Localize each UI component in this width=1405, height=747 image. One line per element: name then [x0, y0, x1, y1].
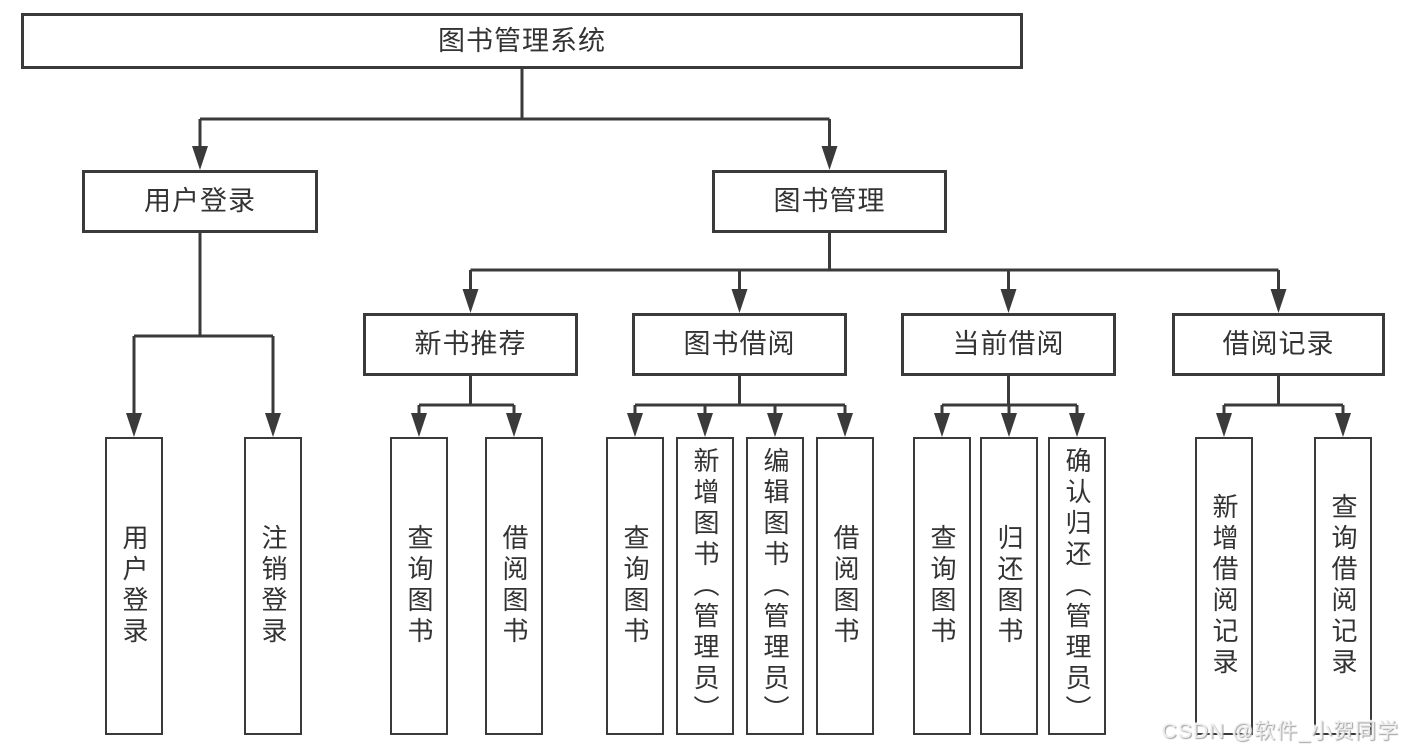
leaf-borrow-query-books-label: 查询图书	[620, 524, 650, 648]
leaf-add-books-admin-label: 新增图书（管理员）	[690, 446, 720, 726]
node-borrow-records: 借阅记录	[1172, 313, 1385, 376]
csdn-watermark: CSDN @软件_小贺同学	[1161, 720, 1399, 743]
node-new-book-rec-label: 新书推荐	[414, 329, 527, 359]
connector-newbookrec-to-leaves	[411, 374, 522, 437]
leaf-query-borrow-record-label: 查询借阅记录	[1328, 493, 1358, 679]
leaf-current-query-books-label: 查询图书	[927, 524, 957, 648]
leaf-return-books: 归还图书	[980, 437, 1038, 735]
node-user-login: 用户登录	[82, 170, 318, 233]
leaf-user-login-label: 用户登录	[119, 524, 149, 648]
node-book-borrow: 图书借阅	[632, 313, 847, 376]
node-root: 图书管理系统	[21, 13, 1023, 69]
node-book-mgmt: 图书管理	[712, 170, 947, 233]
leaf-return-books-label: 归还图书	[994, 524, 1024, 648]
leaf-edit-books-admin-label: 编辑图书（管理员）	[760, 446, 790, 726]
connector-bookmgmt-to-level3	[462, 231, 1287, 313]
leaf-logout: 注销登录	[244, 437, 302, 735]
node-current-borrow: 当前借阅	[901, 313, 1116, 376]
leaf-current-query-books: 查询图书	[913, 437, 971, 735]
connector-userlogin-to-leaves	[126, 231, 281, 437]
leaf-logout-label: 注销登录	[258, 524, 288, 648]
node-user-login-label: 用户登录	[144, 186, 256, 216]
connector-root-to-level2	[192, 67, 838, 170]
leaf-borrow-books-label: 借阅图书	[830, 524, 860, 648]
leaf-newrec-borrow-books: 借阅图书	[485, 437, 543, 735]
leaf-newrec-query-books: 查询图书	[390, 437, 448, 735]
leaf-add-borrow-record-label: 新增借阅记录	[1209, 493, 1239, 679]
connector-bookborrow-to-leaves	[627, 374, 853, 437]
node-root-label: 图书管理系统	[438, 25, 606, 56]
node-borrow-records-label: 借阅记录	[1222, 329, 1335, 359]
leaf-query-borrow-record: 查询借阅记录	[1314, 437, 1372, 735]
leaf-confirm-return-admin: 确认归还（管理员）	[1048, 437, 1106, 735]
leaf-borrow-books: 借阅图书	[816, 437, 874, 735]
leaf-edit-books-admin: 编辑图书（管理员）	[746, 437, 804, 735]
connector-currentborrow-to-leaves	[934, 374, 1085, 437]
leaf-borrow-query-books: 查询图书	[606, 437, 664, 735]
node-book-mgmt-label: 图书管理	[773, 186, 886, 216]
node-current-borrow-label: 当前借阅	[952, 329, 1065, 359]
leaf-newrec-query-books-label: 查询图书	[404, 524, 434, 648]
node-new-book-rec: 新书推荐	[363, 313, 578, 376]
leaf-confirm-return-admin-label: 确认归还（管理员）	[1062, 446, 1092, 726]
connector-borrowrecords-to-leaves	[1216, 374, 1351, 437]
leaf-add-borrow-record: 新增借阅记录	[1195, 437, 1253, 735]
leaf-newrec-borrow-books-label: 借阅图书	[499, 524, 529, 648]
leaf-user-login: 用户登录	[105, 437, 163, 735]
leaf-add-books-admin: 新增图书（管理员）	[676, 437, 734, 735]
node-book-borrow-label: 图书借阅	[683, 329, 796, 359]
